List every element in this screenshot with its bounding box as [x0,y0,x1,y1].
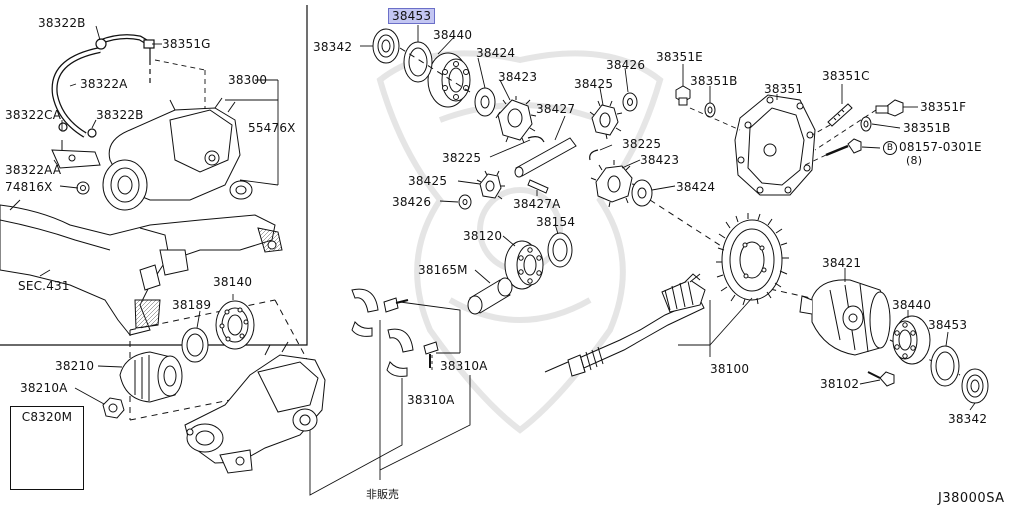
label-38427: 38427 [536,102,576,116]
drive-pinion-38100 [544,273,706,377]
label-38440-bottom: 38440 [892,298,932,312]
flange-38210 [119,351,183,403]
rear-subframe-inset [0,199,283,336]
seal-38342-bottom [961,368,989,404]
bearing-38440-bottom [892,315,931,365]
label-38300: 38300 [228,73,268,87]
differential-carrier-inset [102,97,253,211]
label-38120: 38120 [463,229,503,243]
bolt-38102 [867,371,895,387]
label-38322B: 38322B [38,16,86,30]
label-38102: 38102 [820,377,860,391]
label-08157-text: 08157-0301E [899,140,982,154]
bearing-caps-38310A [351,288,439,377]
nut-38210A [102,397,125,419]
bearing-38120 [504,240,544,290]
label-38322CA: 38322CA [5,108,62,122]
shim-38453-bottom [930,345,960,387]
label-38426-left: 38426 [392,195,432,209]
label-38310A-2: 38310A [407,393,455,407]
label-38165M: 38165M [418,263,468,277]
diff-housing-lower [184,341,326,474]
ring-gear-38100 [716,213,789,306]
thrust-washer-38424-mid [631,179,653,207]
label-38351E: 38351E [656,50,703,64]
label-38351G: 38351G [162,37,211,51]
bearing-38140 [215,300,255,350]
label-38440-top: 38440 [433,28,473,42]
side-gear-38423-mid [590,160,638,208]
label-not-for-sale: 非販売 [366,488,399,501]
label-38425-left: 38425 [408,174,448,188]
pinion-gear-38425-left [476,170,505,200]
figure-code: J38000SA [938,491,1005,506]
label-38351B-2: 38351B [903,121,951,135]
center-leader-lines [309,25,676,496]
label-38342-bottom: 38342 [948,412,988,426]
label-38225-left: 38225 [442,151,482,165]
label-38425-top: 38425 [574,77,614,91]
lock-pin-38427A [527,179,549,194]
gasket-38351B-2 [860,116,872,132]
label-38322AA: 38322AA [5,163,62,177]
sealant-box: C8320M [10,406,84,490]
differential-case-38421 [799,279,891,356]
label-38351F: 38351F [920,100,967,114]
washer-38426-left [458,194,472,210]
bolt-08157 [825,138,862,157]
label-sec-431: SEC.431 [18,279,70,293]
label-38427A: 38427A [513,197,561,211]
bolt-b-marker: B [883,140,897,155]
collapsible-spacer-38165M [467,277,513,315]
label-38424-top: 38424 [476,46,516,60]
label-qty-8: (8) [906,154,923,167]
filler-plug-38351F [875,99,904,117]
label-38322A: 38322A [80,77,128,91]
label-38100: 38100 [710,362,750,376]
label-38453-bottom: 38453 [928,318,968,332]
label-38189: 38189 [172,298,212,312]
label-38154: 38154 [536,215,576,229]
inset-panel-border [0,5,308,346]
rear-cover-38351 [734,94,816,196]
label-38322B-lower: 38322B [96,108,144,122]
pinion-shaft-38427 [514,137,577,178]
label-38421: 38421 [822,256,862,270]
right-leader-lines [678,64,976,411]
label-38423-mid: 38423 [640,153,680,167]
shim-38453-top [403,41,433,83]
stud-38351C [827,103,853,127]
label-38310A-1: 38310A [440,359,488,373]
label-38342-top: 38342 [313,40,353,54]
label-38140: 38140 [213,275,253,289]
label-38351B-1: 38351B [690,74,738,88]
washer-38426-top [622,92,638,112]
spacer-38154 [547,232,573,268]
label-38426-top: 38426 [606,58,646,72]
lower-leader-lines [74,294,234,405]
snap-rings-38225 [527,136,599,161]
seal-38342-top [372,28,400,64]
side-gear-38423-top [495,96,537,144]
pinion-gear-38425-top [589,100,623,140]
label-38225-right: 38225 [622,137,662,151]
label-38423-top: 38423 [498,70,538,84]
breather-hose-assembly [51,34,155,138]
label-38351C: 38351C [822,69,870,83]
label-74816X: 74816X [5,180,53,194]
bearing-38440-top [427,52,471,108]
label-55476X: 55476X [248,121,296,135]
thrust-washer-38424-top [474,87,496,117]
label-38453-top-highlighted[interactable]: 38453 [388,8,436,24]
label-38351: 38351 [764,82,804,96]
label-38210A: 38210A [20,381,68,395]
label-C8320M: C8320M [21,410,73,424]
label-38424-mid: 38424 [676,180,716,194]
inset-leader-lines [39,25,279,277]
label-38210: 38210 [55,359,95,373]
oil-seal-38189 [181,327,209,363]
